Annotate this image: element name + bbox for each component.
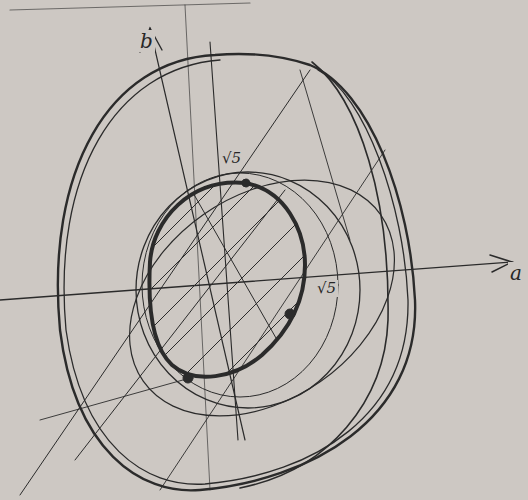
axis-label: a [508, 262, 524, 284]
radius-label: √5 [220, 150, 243, 167]
axis-label: b [138, 30, 155, 52]
radius-label: √5 [315, 280, 338, 297]
